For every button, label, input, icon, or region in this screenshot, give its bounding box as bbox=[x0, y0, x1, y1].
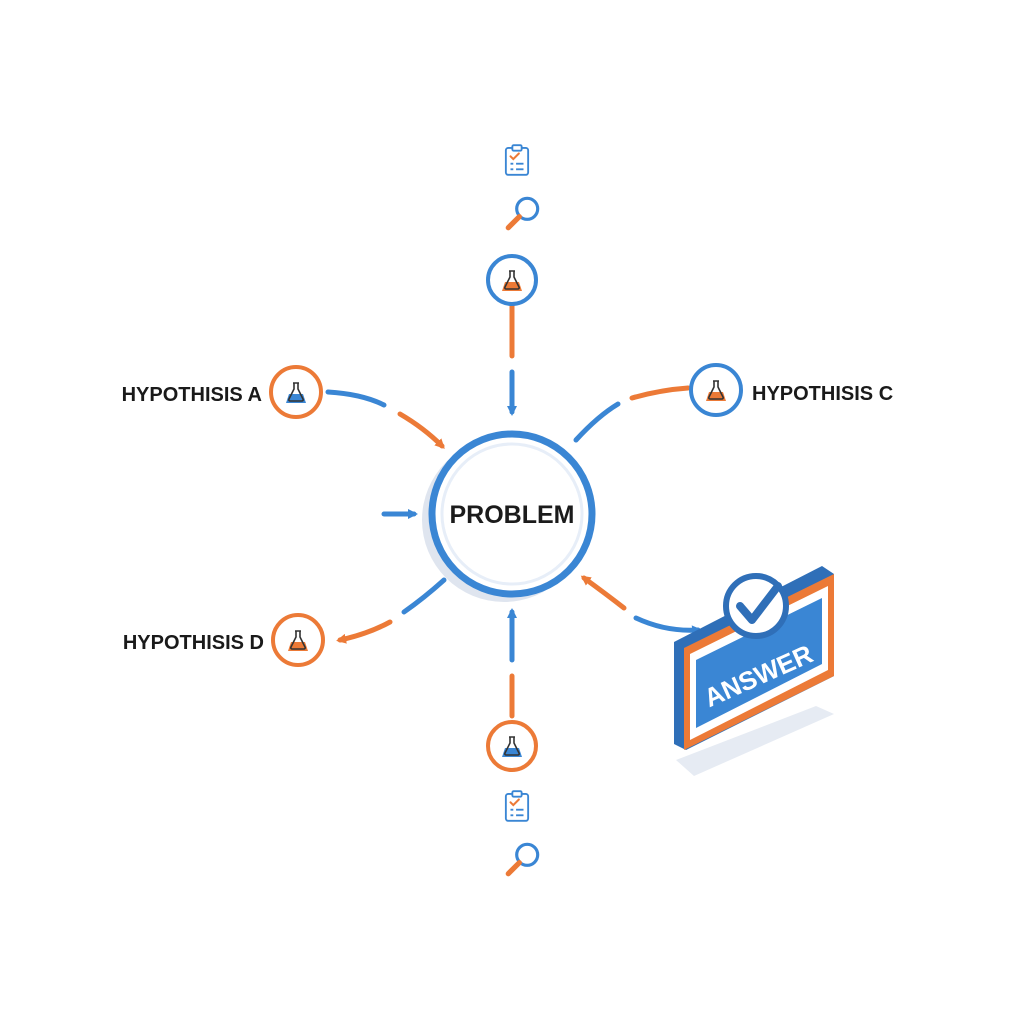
problem-node: PROBLEM bbox=[422, 430, 596, 602]
problem-label: PROBLEM bbox=[450, 501, 575, 529]
top-clipboard-icon bbox=[504, 144, 530, 176]
answer-screen bbox=[696, 598, 822, 728]
bottom-clipboard-icon bbox=[504, 790, 530, 822]
hypothesis-c-label: HYPOTHISIS C bbox=[752, 383, 893, 405]
connector-answer bbox=[580, 575, 702, 636]
hypothesis-d-node: HYPOTHISIS D bbox=[123, 613, 325, 667]
top-magnifier-icon bbox=[508, 198, 537, 227]
hypothesis-c-node: HYPOTHISIS C bbox=[689, 363, 893, 417]
bottom-flask-node bbox=[486, 720, 538, 772]
connector-hypothesis-a bbox=[325, 389, 445, 449]
checkmark-icon bbox=[723, 573, 789, 639]
answer-panel-shadow bbox=[676, 706, 834, 776]
hypothesis-a-node: HYPOTHISIS A bbox=[122, 365, 323, 419]
top-flask-node bbox=[486, 254, 538, 306]
hypothesis-d-label: HYPOTHISIS D bbox=[123, 632, 264, 654]
connector-hypothesis-c bbox=[573, 385, 691, 443]
problem-node-ring bbox=[428, 430, 596, 598]
answer-panel: ANSWER bbox=[674, 566, 834, 776]
bottom-magnifier-icon bbox=[508, 844, 537, 873]
connector-hypothesis-d bbox=[336, 577, 447, 644]
hypothesis-a-label: HYPOTHISIS A bbox=[122, 384, 262, 406]
